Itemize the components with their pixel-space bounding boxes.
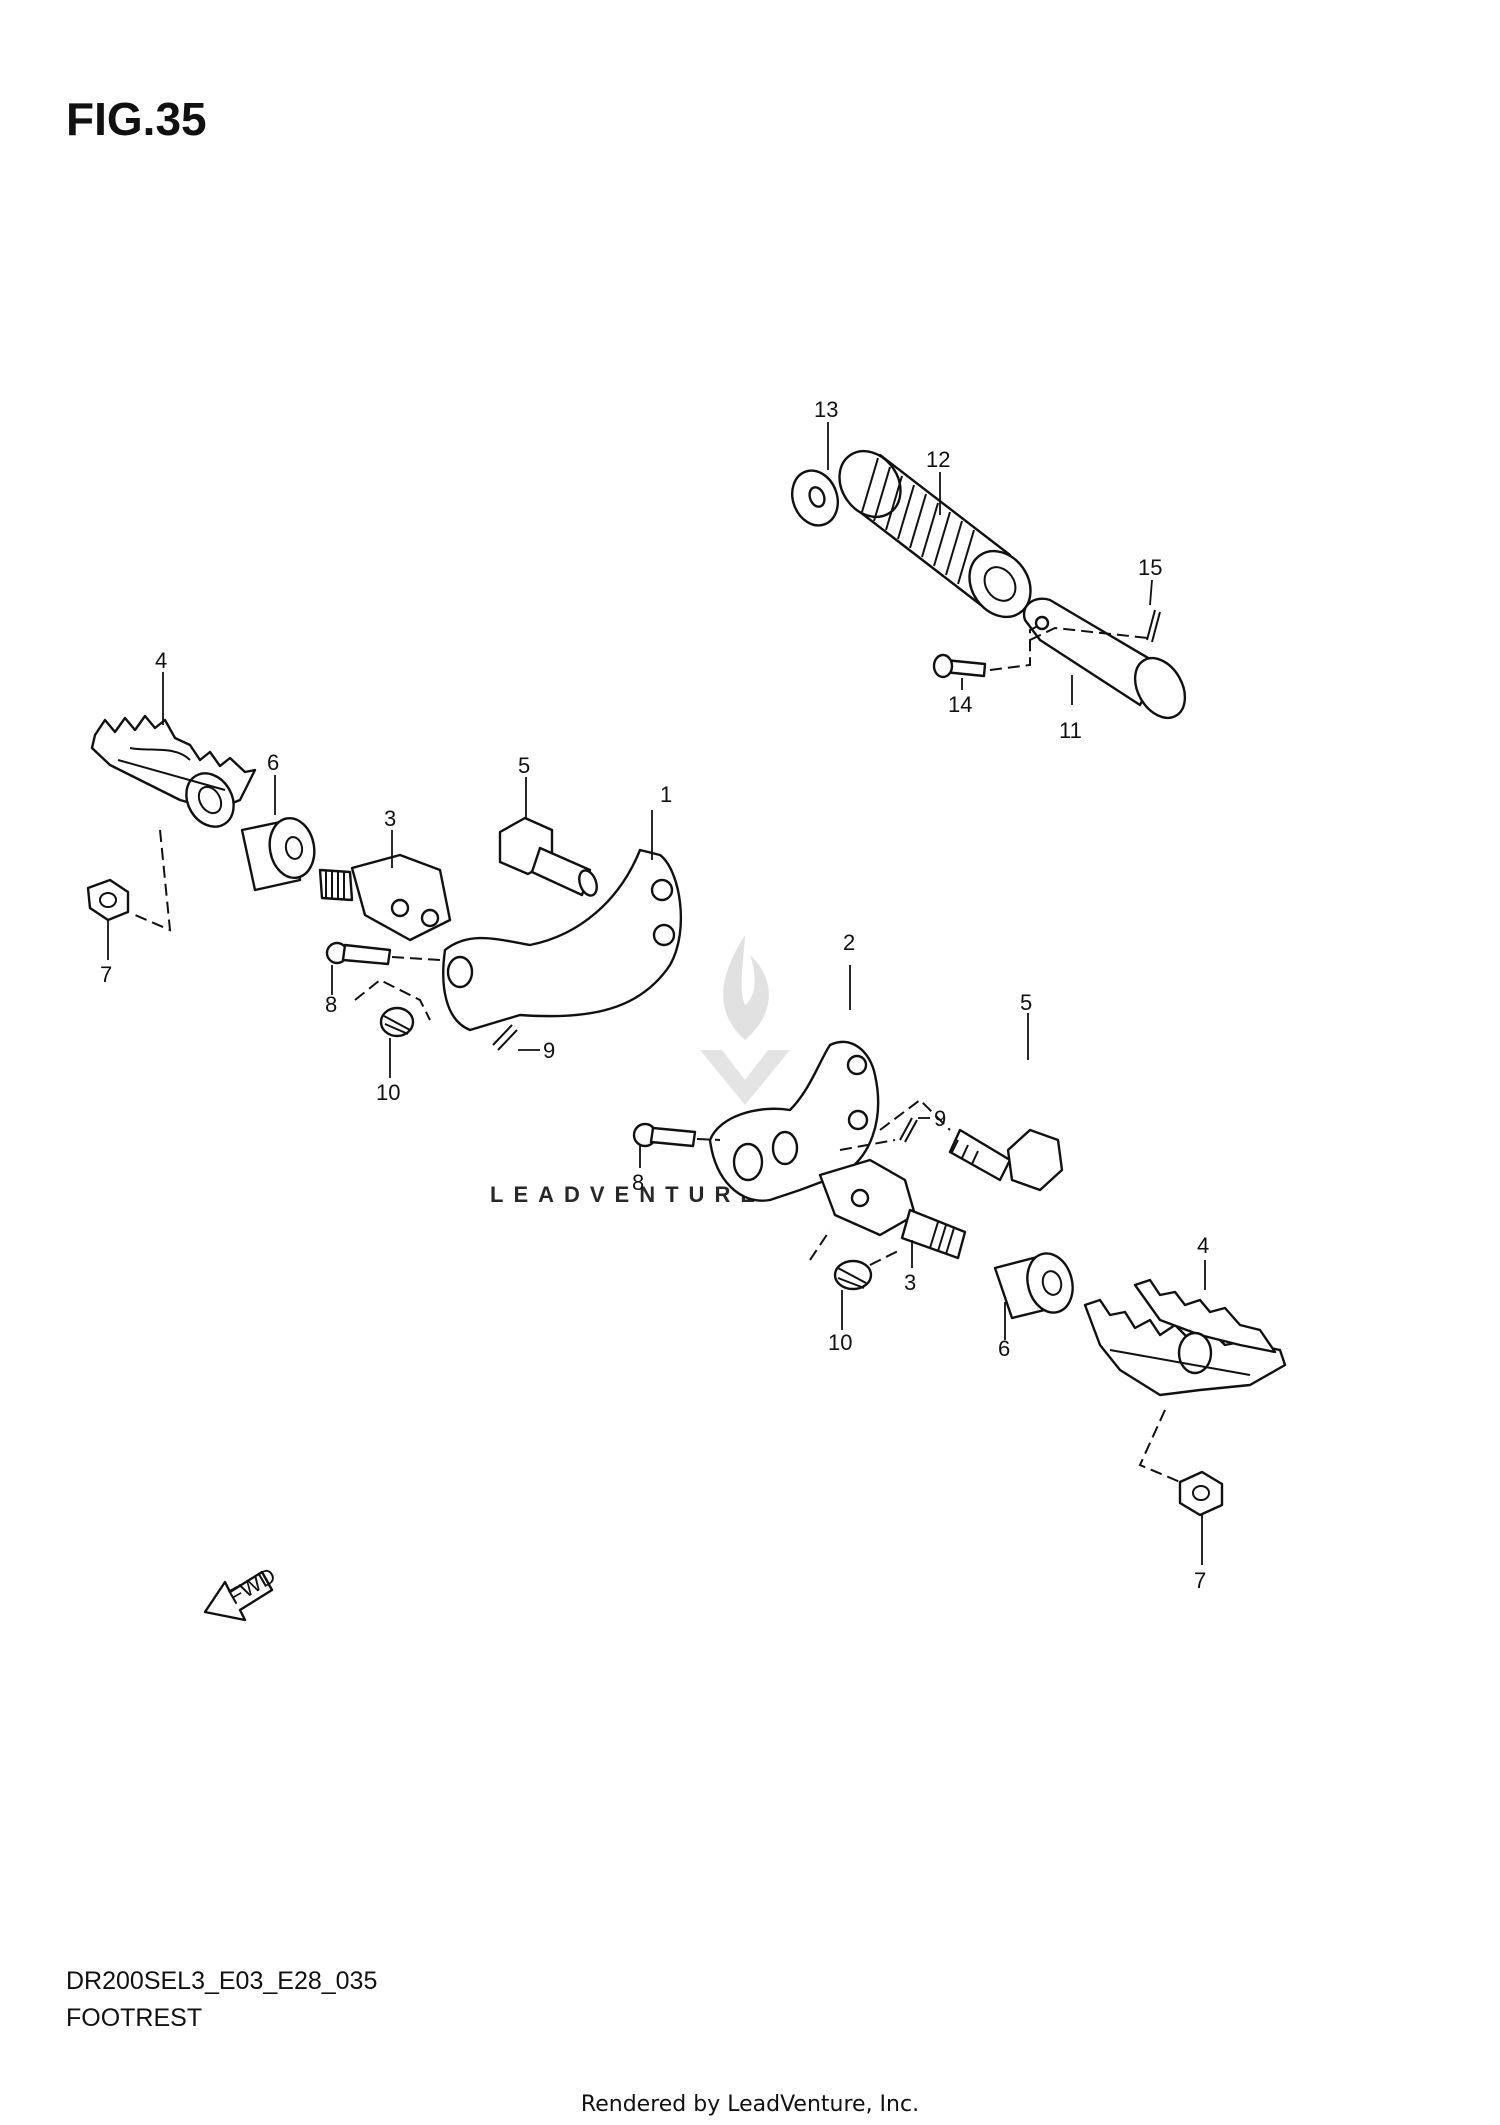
figure-name: FOOTREST xyxy=(66,2004,203,2032)
part-12-rubber xyxy=(838,449,1032,619)
part-7-nut-right xyxy=(1178,1470,1224,1517)
part-2-bracket-right xyxy=(708,1040,880,1202)
callout-9-left: 9 xyxy=(543,1038,555,1063)
callout-4-left: 4 xyxy=(155,648,167,673)
part-6-bushing-right xyxy=(993,1252,1074,1320)
figure-title: FIG.35 xyxy=(66,93,207,145)
callout-3-right: 3 xyxy=(904,1270,916,1295)
callout-8-left: 8 xyxy=(325,992,337,1017)
callout-7-right: 7 xyxy=(1194,1568,1206,1593)
part-5-bolt-right xyxy=(879,1098,1064,1192)
part-3-holder-right xyxy=(818,1158,967,1260)
part-6-bushing-left xyxy=(240,817,316,892)
part-9-cotter-pin-left xyxy=(492,1024,518,1051)
part-5-bolt-left xyxy=(498,816,598,897)
callout-12: 12 xyxy=(926,447,950,472)
callout-13: 13 xyxy=(814,397,838,422)
dash-line-right xyxy=(1138,1409,1181,1483)
callout-4-right: 4 xyxy=(1197,1233,1209,1258)
callout-10-right: 10 xyxy=(828,1330,852,1355)
watermark-flame-icon xyxy=(700,935,790,1105)
part-11-footrest-peg xyxy=(1022,597,1187,720)
callout-5-right: 5 xyxy=(1020,990,1032,1015)
leader-lines xyxy=(107,422,1206,1565)
callout-14: 14 xyxy=(948,692,972,717)
callout-2: 2 xyxy=(843,930,855,955)
callout-6-right: 6 xyxy=(998,1336,1010,1361)
watermark: LEADVENTURE xyxy=(490,935,790,1207)
part-3-holder-left xyxy=(318,853,452,942)
part-9-cotter-pin-right xyxy=(839,1117,918,1151)
part-4-footrest-left xyxy=(90,714,257,828)
part-1-bracket-left xyxy=(442,848,683,1032)
figure-code: DR200SEL3_E03_E28_035 xyxy=(66,1967,378,1995)
callout-labels: 1 2 3 3 4 4 5 5 6 6 7 7 8 8 9 9 10 10 11… xyxy=(100,397,1209,1593)
callout-5-left: 5 xyxy=(518,753,530,778)
part-10-spring-left xyxy=(354,978,431,1038)
part-7-nut-left xyxy=(86,878,130,922)
callout-1: 1 xyxy=(660,782,672,807)
part-13-washer xyxy=(791,469,839,527)
callout-15: 15 xyxy=(1138,555,1162,580)
callout-10-left: 10 xyxy=(376,1080,400,1105)
part-8-pin-left xyxy=(325,941,441,966)
part-4-footrest-right xyxy=(1083,1278,1287,1397)
credit-line: Rendered by LeadVenture, Inc. xyxy=(580,2092,920,2117)
callout-3-left: 3 xyxy=(384,806,396,831)
part-15-cotter-pin xyxy=(1029,609,1161,643)
part-10-spring-right xyxy=(809,1229,901,1291)
callout-7-left: 7 xyxy=(100,962,112,987)
callout-8-right: 8 xyxy=(632,1170,644,1195)
dash-line xyxy=(134,829,172,932)
forward-arrow-icon: FWD xyxy=(203,1563,280,1622)
callout-6-left: 6 xyxy=(267,750,279,775)
part-8-pin-right xyxy=(632,1122,721,1148)
part-14-clevis-pin xyxy=(932,624,1041,679)
watermark-text: LEADVENTURE xyxy=(490,1182,765,1207)
callout-9-right: 9 xyxy=(934,1106,946,1131)
callout-11: 11 xyxy=(1059,718,1082,743)
